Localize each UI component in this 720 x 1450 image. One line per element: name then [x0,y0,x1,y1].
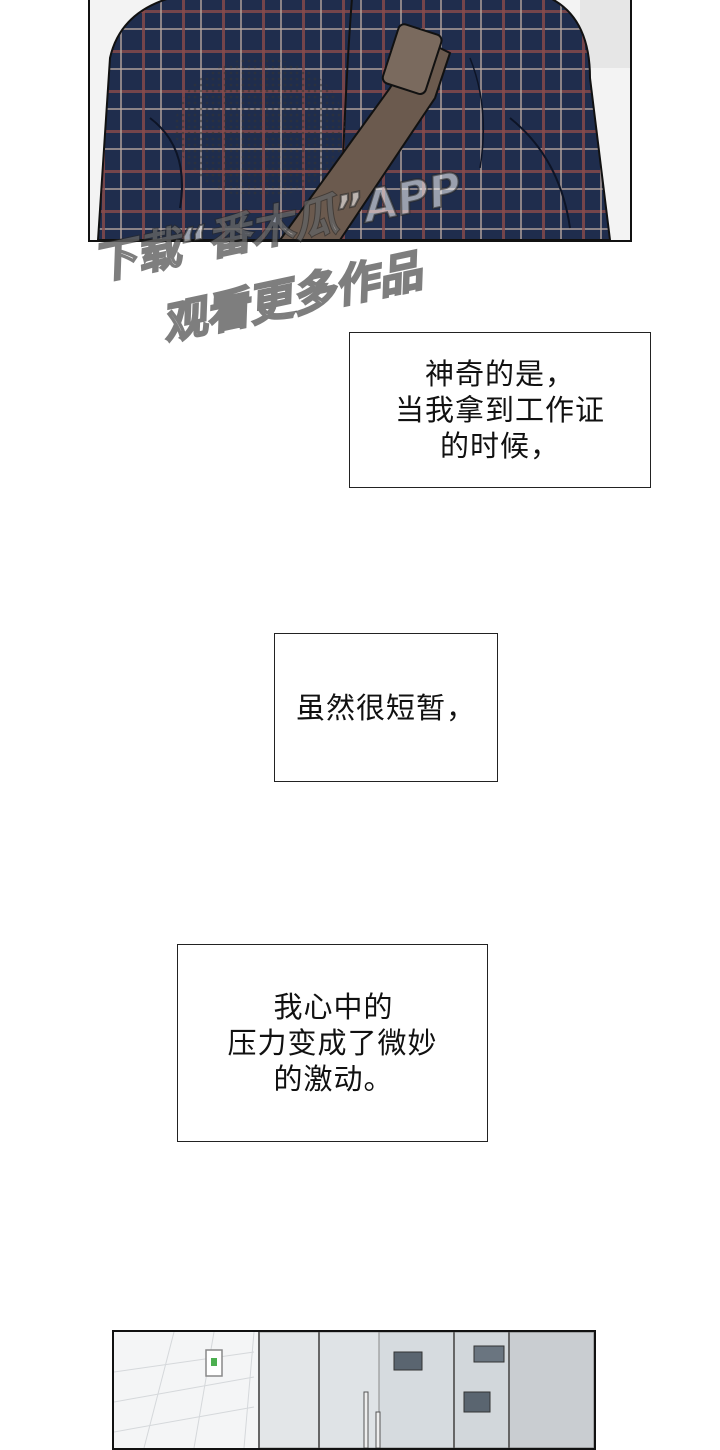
caption-1-line-1: 神奇的是， [424,357,575,391]
top-comic-panel [88,0,632,242]
caption-2-line-1: 虽然很短暂， [295,690,476,725]
caption-box-3: 我心中的 压力变成了微妙 的激动。 [177,944,488,1142]
caption-text-2: 虽然很短暂， [296,690,476,726]
bottom-comic-panel [112,1330,596,1450]
caption-1-line-3: 的时候， [439,429,560,463]
caption-text-1: 神奇的是， 当我拿到工作证 的时候， [395,356,605,464]
office-interior-illustration [114,1332,594,1448]
caption-3-line-1: 我心中的 [273,990,394,1024]
plaid-shirt-illustration [90,0,630,240]
caption-3-line-2: 压力变成了微妙 [227,1026,438,1060]
caption-text-3: 我心中的 压力变成了微妙 的激动。 [227,989,437,1097]
caption-box-1: 神奇的是， 当我拿到工作证 的时候， [349,332,651,488]
caption-3-line-3: 的激动。 [273,1062,394,1096]
caption-box-2: 虽然很短暂， [274,633,498,782]
caption-1-line-2: 当我拿到工作证 [394,393,605,427]
